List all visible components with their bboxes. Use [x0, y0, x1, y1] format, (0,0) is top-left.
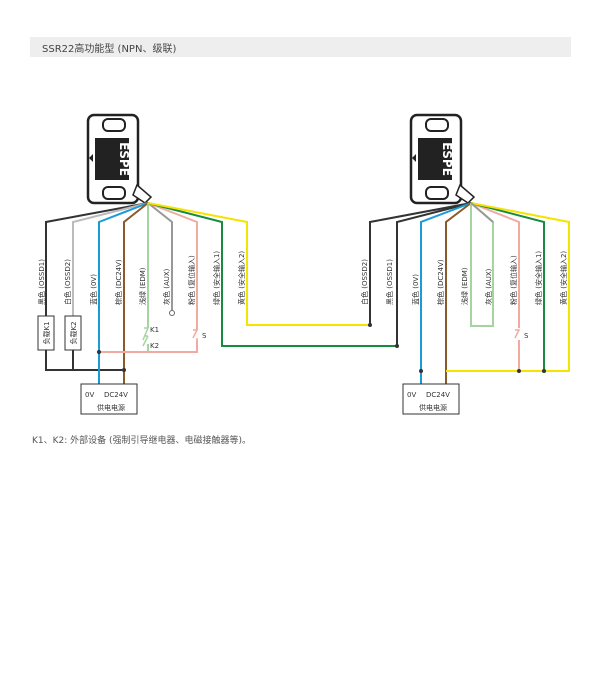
right-wire-label: 蓝色 (0V): [411, 274, 420, 305]
left-wires: [45, 202, 397, 384]
right-wire-label: 黄色 (安全输入2): [559, 251, 568, 305]
left-wire-label: 浅绿 (EDM): [138, 267, 147, 305]
left-wire-label: 绿色 (安全输入1): [212, 251, 221, 305]
right-wire-labels: 白色 (OSSD2) 黑色 (OSSD1) 蓝色 (0V) 棕色 (DC24V)…: [360, 251, 568, 305]
right-wire-label: 粉色 (复位输入): [509, 255, 518, 305]
header-title: SSR22高功能型 (NPN、级联): [42, 44, 177, 55]
right-psu-0v: 0V: [407, 391, 416, 399]
left-wire-labels: 黑色 (OSSD1) 白色 (OSSD2) 蓝色 (0V) 棕色 (DC24V)…: [37, 251, 246, 305]
load-k2-label: 负载K2: [69, 321, 78, 344]
left-psu-dc: DC24V: [104, 391, 128, 399]
left-wire-label: 蓝色 (0V): [89, 274, 98, 305]
right-psu-label: 供电电源: [419, 403, 447, 412]
right-psu: [402, 383, 460, 415]
left-wire-label: 灰色 (AUX): [162, 268, 171, 305]
left-wire-label: 白色 (OSSD2): [63, 259, 72, 305]
edm-contacts: [142, 327, 149, 347]
left-psu-label: 供电电源: [97, 403, 125, 412]
right-wire-label: 绿色 (安全输入1): [534, 251, 543, 305]
left-psu-0v: 0V: [85, 391, 94, 399]
left-wire-label: 粉色 (复位输入): [187, 255, 196, 305]
left-sensor: ESPE: [86, 113, 153, 205]
left-wire-label: 棕色 (DC24V): [114, 259, 123, 305]
contact-k2-label: K2: [150, 342, 159, 350]
left-psu: [80, 383, 138, 415]
right-wire-label: 白色 (OSSD2): [360, 259, 369, 305]
footnote: K1、K2: 外部设备 (强制引导继电器、电磁接触器等)。: [32, 436, 252, 446]
right-wire-label: 浅绿 (EDM): [460, 267, 469, 305]
right-switch-label: S: [524, 332, 529, 340]
right-sensor-brand: ESPE: [440, 142, 454, 176]
right-sensor: ESPE: [409, 113, 476, 205]
header-bar: SSR22高功能型 (NPN、级联): [30, 37, 571, 57]
right-psu-dc: DC24V: [426, 391, 450, 399]
left-wire-label: 黄色 (安全输入2): [237, 251, 246, 305]
left-switch-label: S: [202, 332, 207, 340]
left-sensor-brand: ESPE: [117, 142, 131, 176]
right-wire-label: 灰色 (AUX): [484, 268, 493, 305]
contact-k1-label: K1: [150, 326, 159, 334]
right-wire-label: 棕色 (DC24V): [436, 259, 445, 305]
load-k1-label: 负载K1: [42, 321, 51, 344]
right-wire-label: 黑色 (OSSD1): [385, 259, 394, 305]
right-wires: [369, 202, 570, 384]
left-wire-label: 黑色 (OSSD1): [37, 259, 46, 305]
